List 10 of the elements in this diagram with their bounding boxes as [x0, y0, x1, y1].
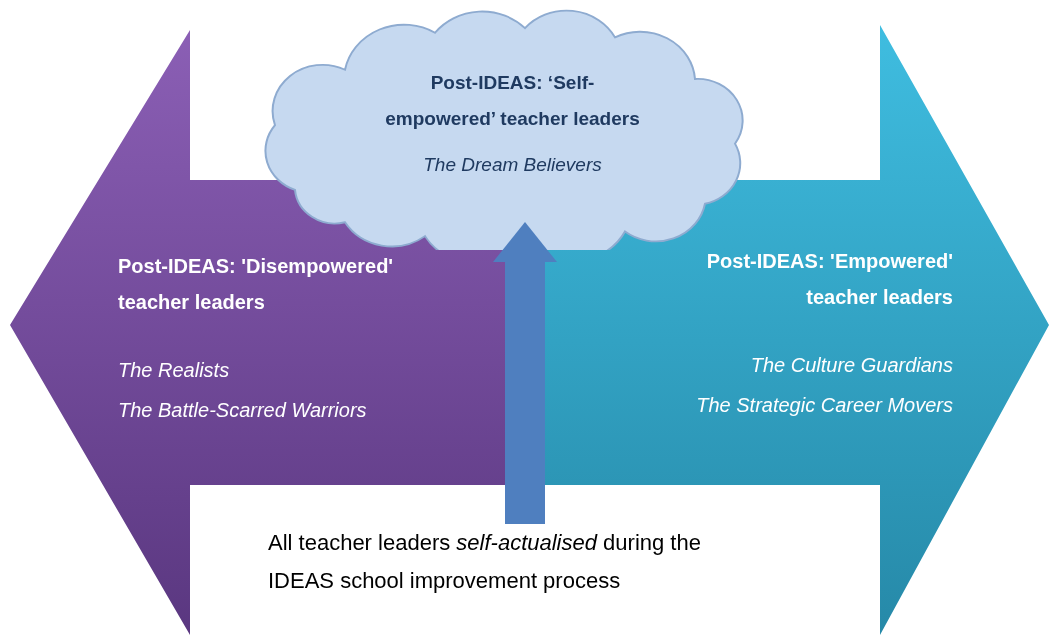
block-arrow [493, 222, 557, 524]
group-member: The Battle-Scarred Warriors [118, 398, 367, 423]
caption-text: All teacher leaders self-actualised during the IDEAS school improvement process [268, 529, 702, 595]
group-member: The Realists [118, 358, 230, 383]
group-member: The Strategic Career Movers [696, 393, 953, 418]
group-heading: Post-IDEAS: 'Empowered' teacher leaders [705, 249, 953, 310]
cloud-subtitle: The Dream Believers [423, 153, 602, 177]
cloud-heading: Post-IDEAS: ‘Self-empowered’ teacher leaders [384, 71, 641, 131]
group-member: The Culture Guardians [750, 353, 953, 378]
group-heading: Post-IDEAS: 'Disempowered' teacher leaders [118, 254, 395, 315]
